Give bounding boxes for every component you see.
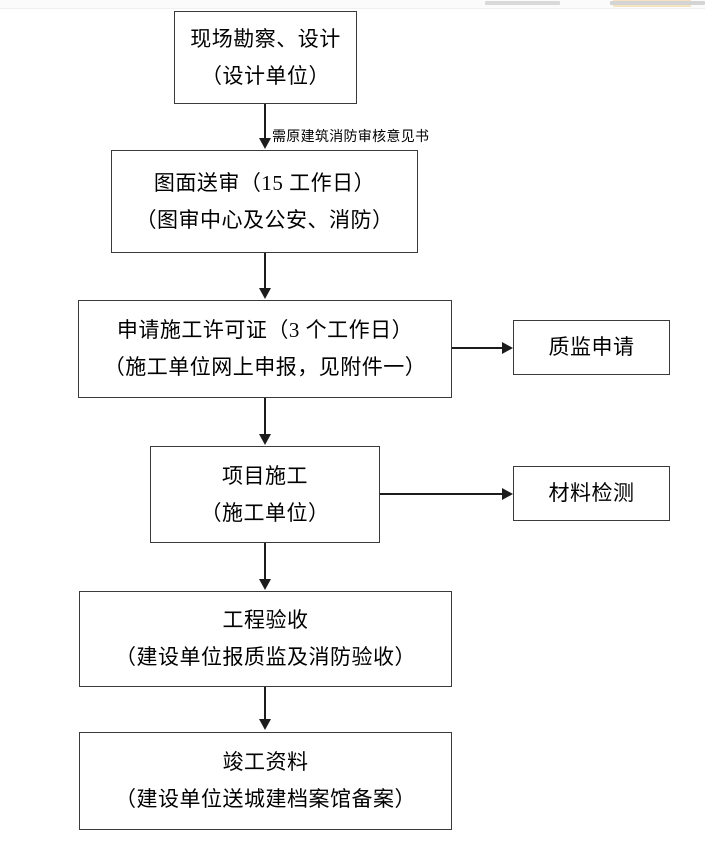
flow-node-material-testing[interactable]: 材料检测: [513, 466, 670, 521]
flow-node-completion-documents-line2: （建设单位送城建档案馆备案）: [115, 787, 416, 811]
flow-node-completion-documents-line1: 竣工资料: [222, 750, 309, 775]
flow-node-project-acceptance-line2: （建设单位报质监及消防验收）: [115, 645, 416, 669]
arrowhead-permit-to-construction: [259, 434, 271, 445]
flow-node-drawing-review-line1: 图面送审（15 工作日）: [153, 170, 376, 195]
edge-label-fire-review-opinion: 需原建筑消防审核意见书: [272, 130, 430, 145]
arrowhead-acceptance-to-completion: [259, 719, 271, 730]
arrowhead-survey-to-review: [259, 138, 271, 149]
app-chrome-fragment: [0, 0, 705, 9]
flow-node-quality-supervision-label: 质监申请: [548, 335, 635, 360]
flow-node-project-acceptance-line1: 工程验收: [222, 608, 309, 633]
flow-node-completion-documents[interactable]: 竣工资料 （建设单位送城建档案馆备案）: [79, 732, 452, 830]
flow-node-quality-supervision-application[interactable]: 质监申请: [513, 320, 670, 375]
flow-node-drawing-review[interactable]: 图面送审（15 工作日） （图审中心及公安、消防）: [111, 150, 418, 253]
chrome-toolbar-pill-left: [485, 1, 560, 5]
arrowhead-review-to-permit: [259, 288, 271, 299]
arrowhead-permit-to-quality: [502, 342, 513, 354]
flow-node-construction-permit[interactable]: 申请施工许可证（3 个工作日） （施工单位网上申报，见附件一）: [78, 300, 452, 398]
flow-node-survey-design-line1: 现场勘察、设计: [190, 26, 341, 51]
flow-node-project-acceptance[interactable]: 工程验收 （建设单位报质监及消防验收）: [79, 591, 452, 687]
connector-construction-to-acceptance: [264, 543, 266, 581]
connector-construction-to-material: [380, 493, 504, 495]
flow-node-survey-design[interactable]: 现场勘察、设计 （设计单位）: [174, 11, 357, 104]
flow-node-construction-permit-line1: 申请施工许可证（3 个工作日）: [116, 318, 414, 343]
flow-node-construction-permit-line2: （施工单位网上申报，见附件一）: [103, 355, 427, 379]
flow-node-material-testing-label: 材料检测: [548, 481, 635, 506]
arrowhead-construction-to-acceptance: [259, 579, 271, 590]
arrowhead-construction-to-material: [502, 488, 513, 500]
connector-survey-to-review: [264, 104, 266, 140]
flow-node-project-construction[interactable]: 项目施工 （施工单位）: [150, 446, 380, 543]
flow-node-survey-design-line2: （设计单位）: [201, 63, 330, 88]
flow-node-project-construction-line1: 项目施工: [222, 463, 308, 488]
connector-permit-to-quality: [452, 347, 504, 349]
connector-review-to-permit: [264, 253, 266, 290]
connector-acceptance-to-completion: [264, 687, 266, 721]
chrome-toolbar-pill-right: [610, 1, 705, 5]
flow-node-project-construction-line2: （施工单位）: [200, 500, 330, 525]
flow-node-drawing-review-line2: （图审中心及公安、消防）: [135, 207, 394, 232]
connector-permit-to-construction: [264, 398, 266, 436]
